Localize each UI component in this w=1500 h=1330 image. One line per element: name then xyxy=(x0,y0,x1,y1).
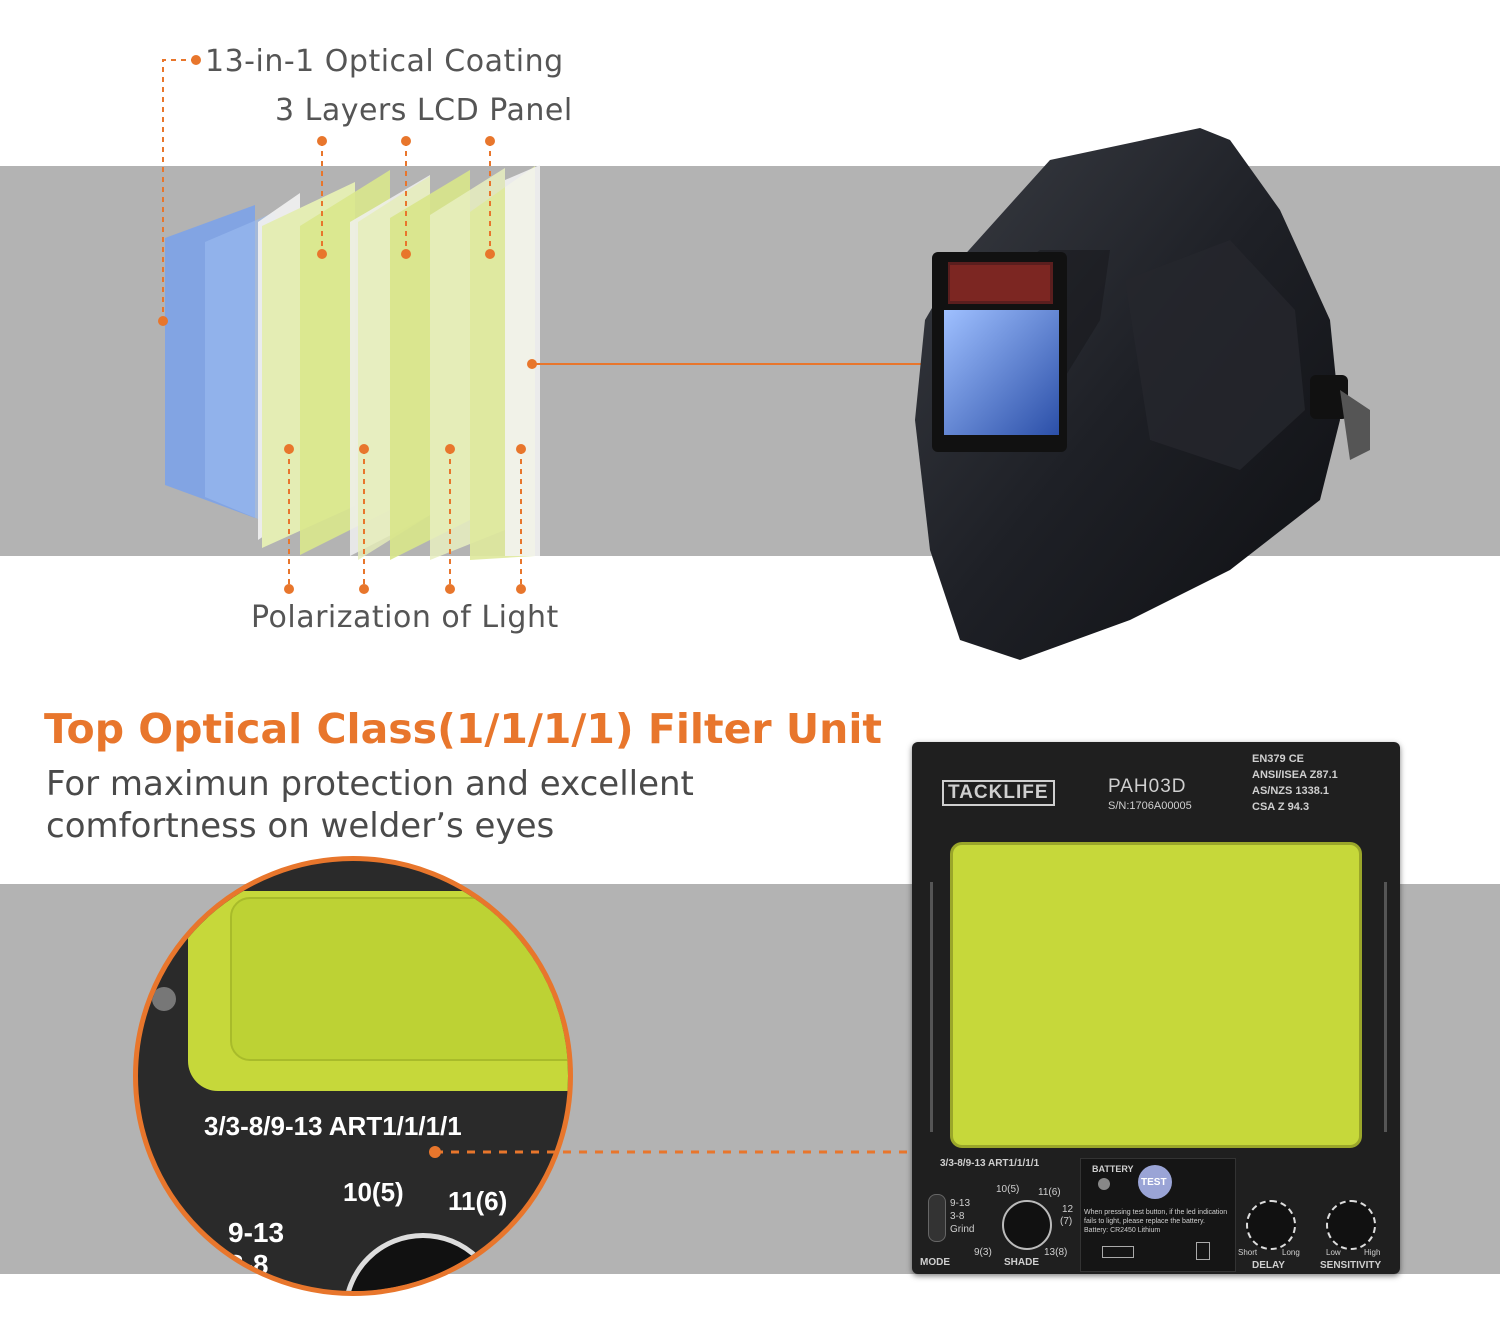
lcd-left-clips xyxy=(930,882,949,1132)
battery-led-icon xyxy=(1098,1178,1110,1190)
mode-option-1: 9-13 xyxy=(950,1198,971,1209)
sensitivity-low-label: Low xyxy=(1326,1248,1341,1257)
delay-short-label: Short xyxy=(1238,1248,1258,1257)
zoom-connector-line xyxy=(429,1146,976,1158)
test-button[interactable] xyxy=(1138,1165,1172,1199)
rating-text: 3/3-8/9-13 ART1/1/1/1 xyxy=(940,1158,1040,1169)
filter-subtitle-line1: For maximun protection and excellent xyxy=(46,764,694,804)
zoom-shade-11: 11(6) xyxy=(448,1186,508,1216)
shade-value-6: 13(8) xyxy=(1044,1247,1068,1258)
brand-logo: TACKLIFE xyxy=(942,780,1055,806)
battery-label: BATTERY xyxy=(1092,1164,1134,1174)
mode-option-3: Grind xyxy=(950,1224,975,1235)
shade-value-4: (7) xyxy=(1060,1216,1073,1227)
sensitivity-label: SENSITIVITY xyxy=(1320,1260,1382,1271)
battery-symbols-icon xyxy=(1102,1246,1134,1258)
lcd-panel-label: 3 Layers LCD Panel xyxy=(275,93,573,128)
shade-knob[interactable] xyxy=(1002,1200,1052,1250)
optical-coating-label: 13-in-1 Optical Coating xyxy=(205,44,564,79)
zoom-shade-10: 10(5) xyxy=(343,1177,404,1207)
lcd-right-clips xyxy=(1368,882,1387,1132)
mode-switch[interactable] xyxy=(928,1194,946,1242)
disposal-bin-icon xyxy=(1196,1242,1210,1260)
zoom-screw-icon xyxy=(152,987,176,1011)
standard-1: EN379 CE xyxy=(1252,753,1304,765)
model-number: PAH03D xyxy=(1108,776,1187,797)
sensitivity-knob[interactable] xyxy=(1326,1200,1376,1250)
filter-unit-board: TACKLIFE PAH03D S/N:1706A00005 EN379 CE … xyxy=(912,742,1400,1274)
filter-section-title: Top Optical Class(1/1/1/1) Filter Unit xyxy=(44,705,883,753)
lens-layers-illustration xyxy=(158,55,540,594)
serial-number: S/N:1706A00005 xyxy=(1108,800,1192,812)
standard-3: AS/NZS 1338.1 xyxy=(1252,785,1330,797)
welding-helmet-illustration xyxy=(915,128,1370,660)
standard-2: ANSI/ISEA Z87.1 xyxy=(1252,769,1338,781)
shade-value-3: 12 xyxy=(1062,1204,1074,1215)
shade-label: SHADE xyxy=(1004,1257,1040,1268)
mode-label: MODE xyxy=(920,1257,950,1268)
standard-4: CSA Z 94.3 xyxy=(1252,801,1310,813)
mode-option-2: 3-8 xyxy=(950,1211,965,1222)
sensitivity-high-label: High xyxy=(1364,1248,1381,1257)
test-label: TEST xyxy=(1141,1177,1167,1188)
zoom-lcd-inner xyxy=(230,897,568,1061)
zoom-mode-2: 3-8 xyxy=(228,1249,269,1280)
battery-note: When pressing test button, if the led in… xyxy=(1084,1209,1228,1234)
lcd-filter-screen xyxy=(950,842,1362,1148)
delay-label: DELAY xyxy=(1252,1260,1285,1271)
zoom-magnifier: 3/3-8/9-13 ART1/1/1/1 10(5) 11(6) 9-13 3… xyxy=(133,856,573,1296)
filter-subtitle-line2: comfortness on welder’s eyes xyxy=(46,806,555,846)
zoom-rating-text: 3/3-8/9-13 ART1/1/1/1 xyxy=(204,1111,462,1141)
zoom-shade-knob xyxy=(343,1233,503,1291)
shade-value-1: 10(5) xyxy=(996,1184,1020,1195)
shade-value-5: 9(3) xyxy=(974,1247,992,1258)
polarization-label: Polarization of Light xyxy=(251,600,559,635)
delay-knob[interactable] xyxy=(1246,1200,1296,1250)
delay-long-label: Long xyxy=(1282,1248,1300,1257)
zoom-mode-1: 9-13 xyxy=(228,1217,285,1248)
shade-value-2: 11(6) xyxy=(1038,1187,1061,1198)
